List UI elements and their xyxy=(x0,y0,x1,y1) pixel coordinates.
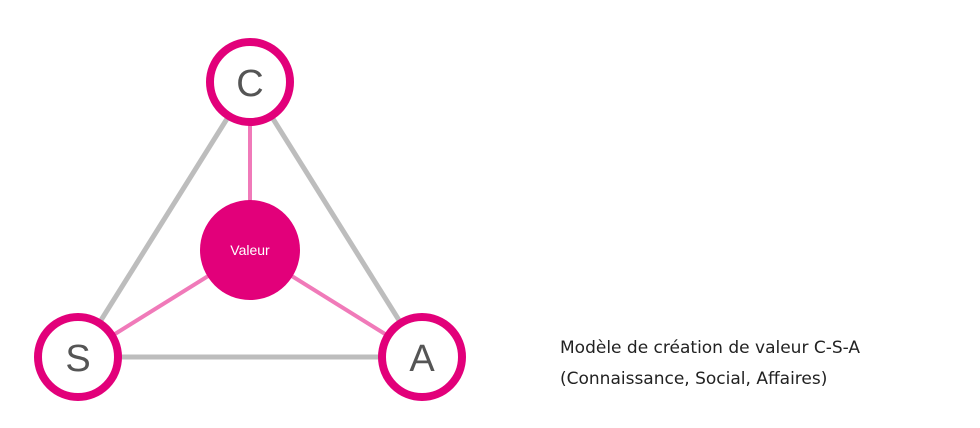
node-c-label: C xyxy=(236,63,263,105)
node-c xyxy=(206,38,294,126)
node-a-label: A xyxy=(409,338,435,380)
center-node xyxy=(200,200,300,300)
edge-c-a xyxy=(247,80,425,359)
node-s-label: S xyxy=(65,338,90,380)
node-s xyxy=(34,313,122,401)
diagram-caption: Modèle de création de valeur C-S-A (Conn… xyxy=(560,333,860,395)
center-label: Valeur xyxy=(230,242,270,258)
caption-line-2: (Connaissance, Social, Affaires) xyxy=(560,369,828,389)
edge-c-s xyxy=(75,80,253,359)
caption-line-1: Modèle de création de valeur C-S-A xyxy=(560,338,861,358)
node-a xyxy=(378,313,466,401)
csa-diagram: Valeur C S A xyxy=(34,38,466,401)
